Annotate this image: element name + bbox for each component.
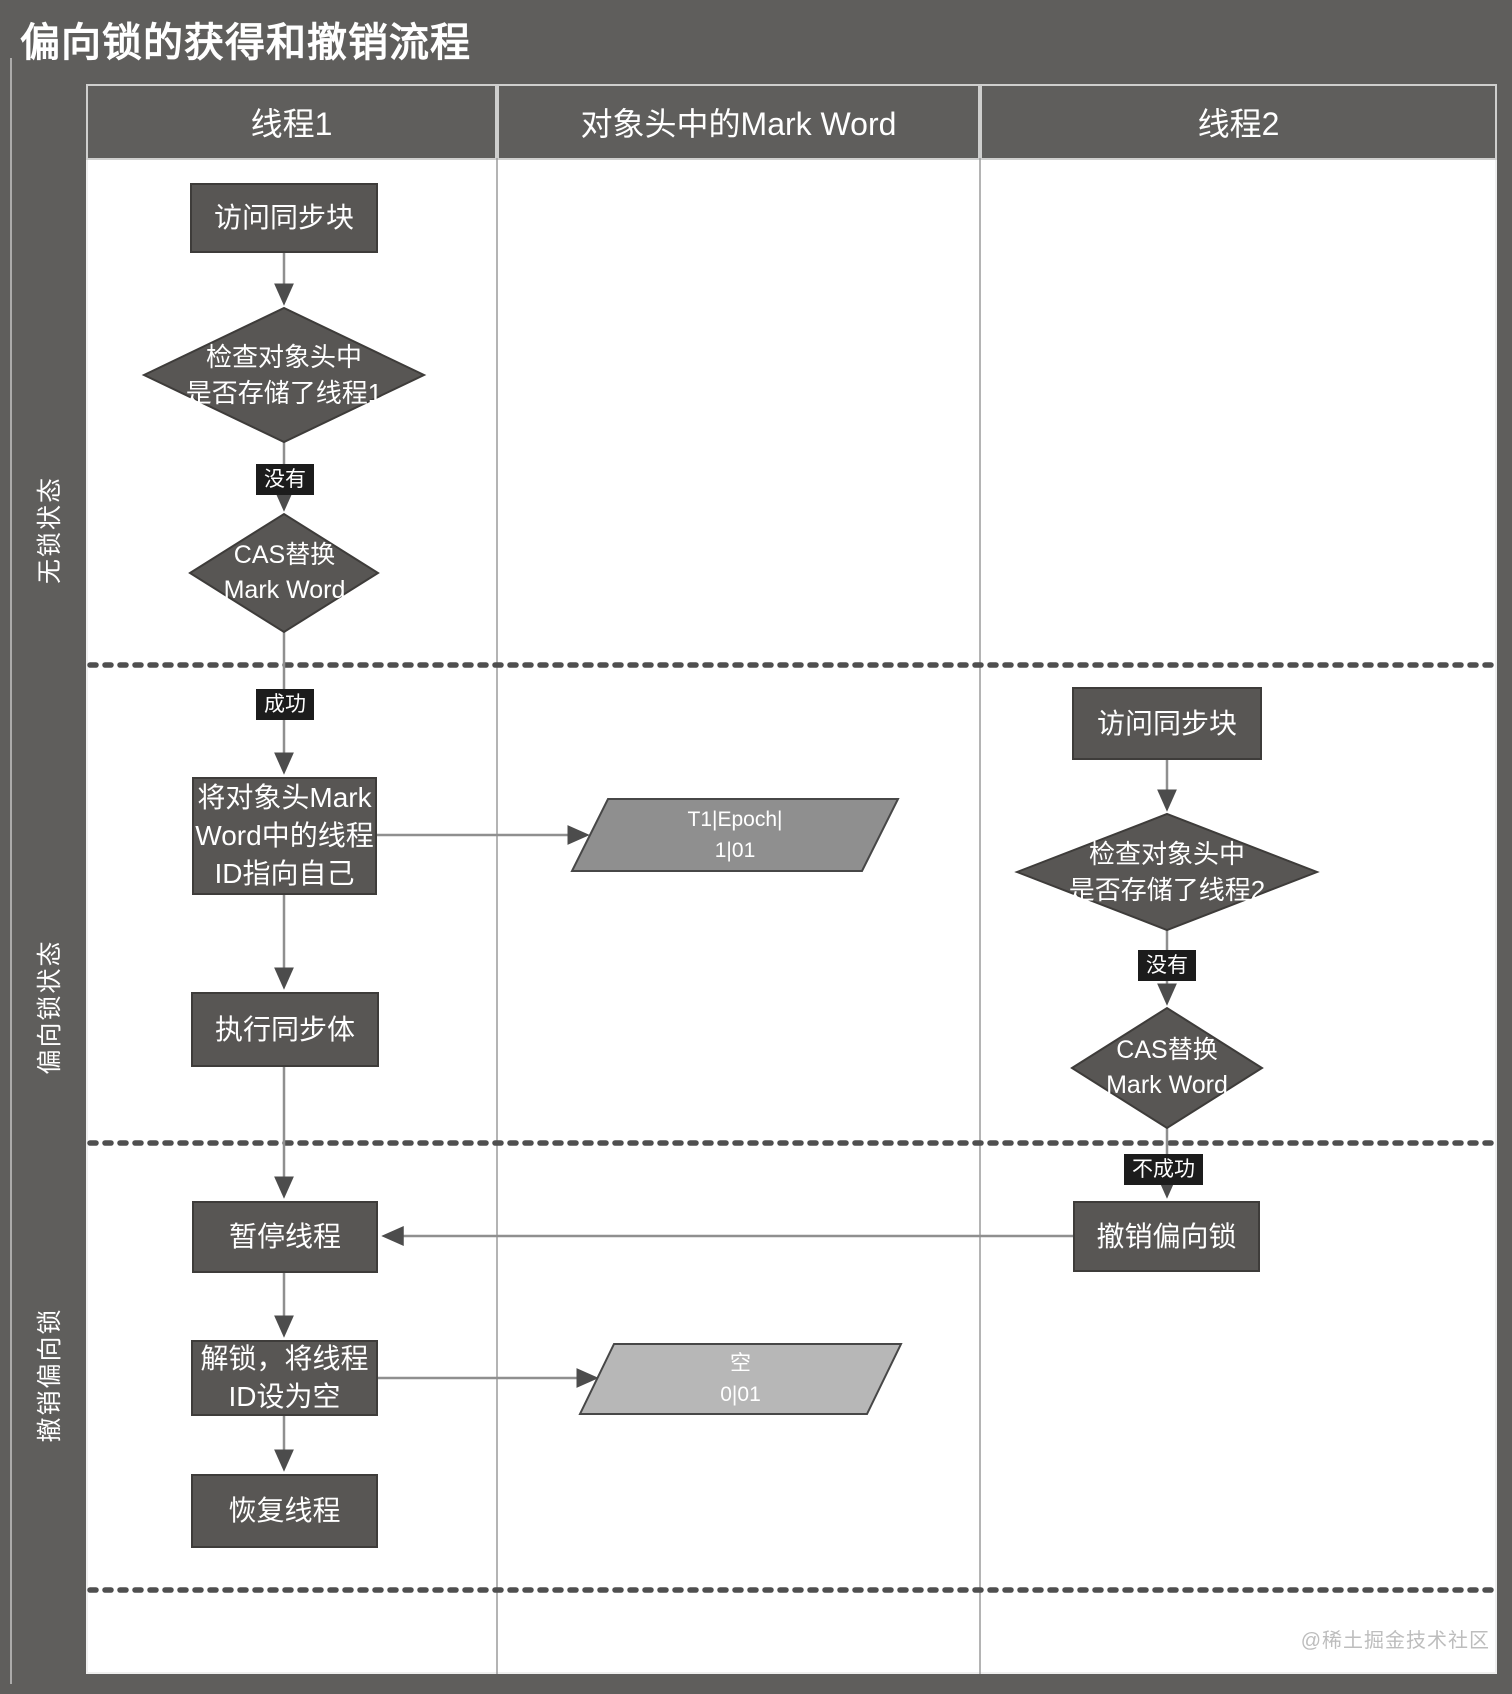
decision-t2-check-header-shape bbox=[1014, 812, 1320, 932]
io-markword-empty-text: 空 0|01 bbox=[720, 1351, 761, 1407]
node-t2-access-block: 访问同步块 bbox=[1072, 687, 1262, 760]
node-t1-pause-thread: 暂停线程 bbox=[192, 1201, 378, 1273]
io-markword-biased-text: T1|Epoch| 1|01 bbox=[687, 807, 783, 863]
io-markword-biased-shape bbox=[570, 798, 900, 872]
frame-hairline bbox=[10, 58, 12, 1684]
page-title: 偏向锁的获得和撤销流程 bbox=[20, 21, 471, 65]
swimlane-header-thread1-label: 线程1 bbox=[250, 106, 333, 142]
decision-t1-check-header-shape bbox=[141, 306, 427, 444]
swimlane-header-markword: 对象头中的Mark Word bbox=[497, 84, 980, 160]
node-t1-execute-sync: 执行同步体 bbox=[191, 992, 379, 1067]
decision-t2-cas-shape bbox=[1070, 1006, 1264, 1130]
decision-t1-cas-shape bbox=[188, 512, 380, 634]
decision-t2-cas-text: CAS替换 Mark Word bbox=[1106, 1036, 1228, 1099]
node-t1-resume-thread: 恢复线程 bbox=[191, 1474, 378, 1548]
row-label-biased: 偏向锁状态 bbox=[36, 939, 64, 1075]
node-t1-set-thread-id: 将对象头Mark Word中的线程 ID指向自己 bbox=[192, 777, 377, 895]
swimlane-header-thread2: 线程2 bbox=[980, 84, 1497, 160]
watermark: @稀土掘金技术社区 bbox=[1300, 1630, 1490, 1652]
node-t1-access-block: 访问同步块 bbox=[190, 183, 378, 253]
decision-t2-check-header-text: 检查对象头中 是否存储了线程2 bbox=[1068, 838, 1266, 905]
io-markword-empty-shape bbox=[578, 1343, 903, 1415]
swimlane-header-markword-label: 对象头中的Mark Word bbox=[580, 106, 897, 142]
branch-label-t1-success: 成功 bbox=[256, 689, 314, 720]
branch-label-t2-no: 没有 bbox=[1138, 950, 1196, 981]
node-t2-revoke-bias: 撤销偏向锁 bbox=[1073, 1201, 1260, 1272]
row-label-lockfree: 无锁状态 bbox=[36, 475, 64, 585]
branch-label-t1-no: 没有 bbox=[256, 464, 314, 495]
row-label-revoke: 撤销偏向锁 bbox=[36, 1307, 64, 1443]
swimlane-header-thread1: 线程1 bbox=[86, 84, 497, 160]
branch-label-t2-fail: 不成功 bbox=[1124, 1154, 1203, 1185]
swimlane-header-thread2-label: 线程2 bbox=[1197, 106, 1280, 142]
decision-t1-cas-text: CAS替换 Mark Word bbox=[223, 541, 346, 604]
decision-t1-check-header-text: 检查对象头中 是否存储了线程1 bbox=[185, 341, 383, 408]
node-t1-unlock: 解锁，将线程 ID设为空 bbox=[191, 1340, 378, 1416]
